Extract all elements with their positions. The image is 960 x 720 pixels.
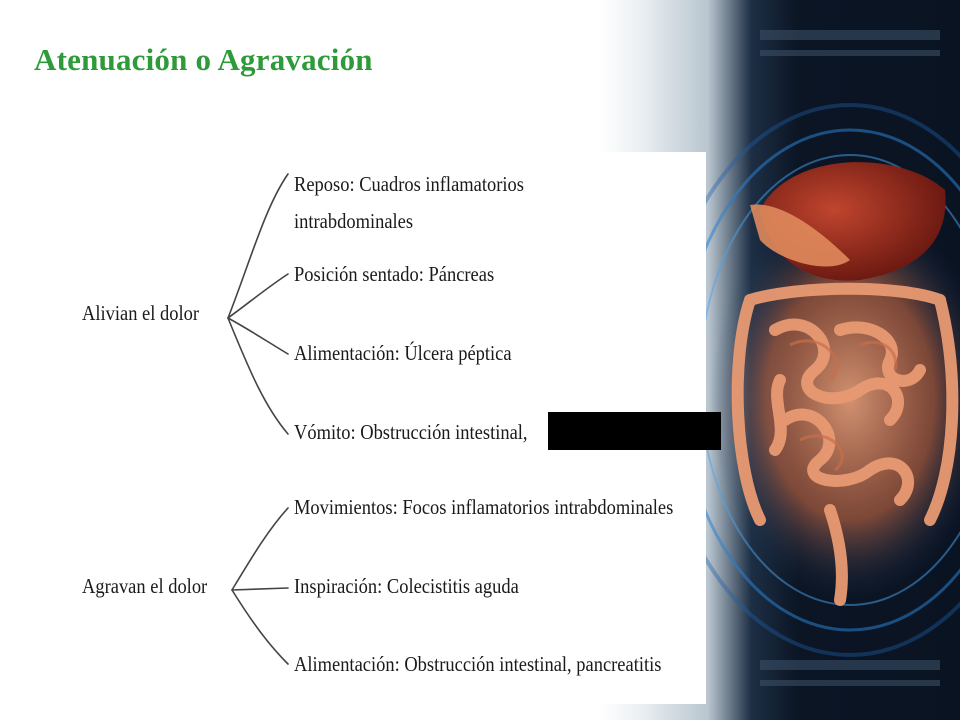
root-label-agravan: Agravan el dolor [82,574,208,598]
branch-line [231,507,289,591]
branch-line [227,317,289,355]
branch-line [231,589,289,665]
branch-line [227,273,289,319]
item-alimentacion-obstruccion: Alimentación: Obstrucción intestinal, pa… [294,652,662,676]
redaction-box [548,412,721,450]
branch-line [227,317,289,435]
item-posicion-sentado: Posición sentado: Páncreas [294,262,495,286]
branch-line [227,173,289,319]
item-movimientos: Movimientos: Focos inflamatorios intrabd… [294,495,674,519]
item-inspiracion: Inspiración: Colecistitis aguda [294,574,519,598]
item-reposo-text: Reposo: Cuadros inflamatorios intrabdomi… [294,172,524,233]
branch-line [231,587,289,591]
item-vomito: Vómito: Obstrucción intestinal, [294,420,528,444]
root-label-alivian: Alivian el dolor [82,301,200,325]
slide-title: Atenuación o Agravación [34,42,373,77]
item-alimentacion-ulcera: Alimentación: Úlcera péptica [294,341,512,365]
branch-lines [227,173,289,665]
item-reposo: Reposo: Cuadros inflamatorios intrabdomi… [294,166,584,240]
